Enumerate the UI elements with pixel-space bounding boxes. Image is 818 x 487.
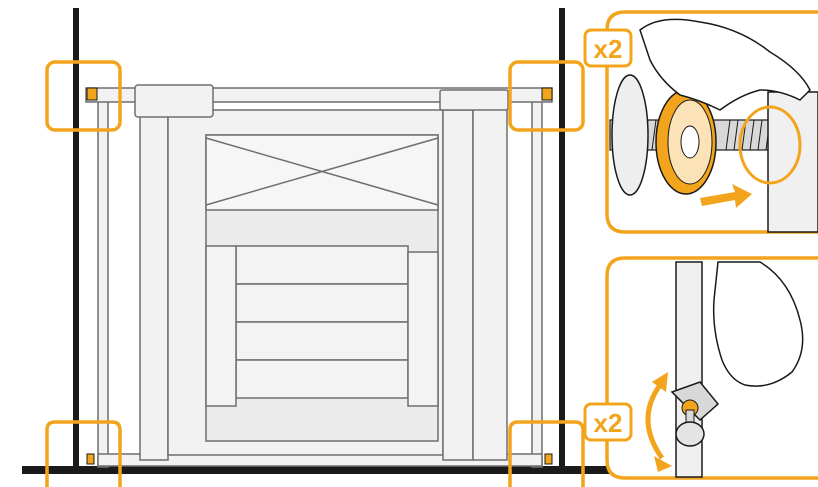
slat-3: [235, 321, 409, 361]
highlight-top-right: [508, 60, 585, 132]
rotation-arrow-head-bottom: [654, 456, 672, 472]
x-brace-diag-2: [205, 137, 439, 206]
gate-illustration: [22, 8, 610, 487]
x-brace-panel: [205, 134, 439, 211]
hand-turning-wheel-icon: [639, 18, 811, 111]
rotation-arrow-head-top: [652, 372, 668, 392]
rod-highlight-ring: [738, 105, 802, 185]
bolt-foot: [675, 421, 705, 447]
wall-bumper: [611, 74, 649, 196]
slat-left-panel: [205, 245, 237, 407]
top-hinge: [134, 84, 214, 118]
spindle-bottom-right: [544, 453, 553, 465]
push-arrow: [700, 184, 752, 208]
x2-badge-top-text: x2: [594, 34, 623, 64]
adjust-wheel-hub: [680, 125, 700, 159]
callout-top-right: x2: [583, 10, 818, 234]
right-frame-post: [531, 94, 543, 468]
floor-line: [22, 466, 610, 474]
x2-badge-bottom-text: x2: [594, 408, 623, 438]
highlight-bottom-left: [45, 420, 122, 487]
latch-post: [442, 109, 474, 461]
right-wall: [559, 8, 565, 468]
hinge-post: [139, 109, 169, 461]
gate-post-detail: [767, 91, 818, 233]
slat-right-panel: [407, 251, 439, 407]
slat-1: [235, 245, 409, 285]
right-post: [472, 99, 508, 461]
left-frame-post: [97, 94, 109, 468]
x2-badge-bottom: [583, 402, 633, 442]
callout-bottom-right: x2: [583, 256, 818, 480]
rotation-arrow: [645, 383, 665, 460]
highlight-top-left: [45, 60, 122, 132]
spindle-top-left: [86, 87, 98, 101]
slat-2: [235, 283, 409, 323]
spindle-bottom-left: [86, 453, 95, 465]
left-wall: [73, 8, 79, 468]
spindle-top-right: [541, 87, 553, 101]
top-latch: [439, 89, 509, 111]
hand-wrench-tightening-icon: [712, 261, 804, 387]
slat-4: [235, 359, 409, 399]
x2-badge-top: [583, 28, 633, 68]
highlight-bottom-right: [508, 420, 585, 487]
